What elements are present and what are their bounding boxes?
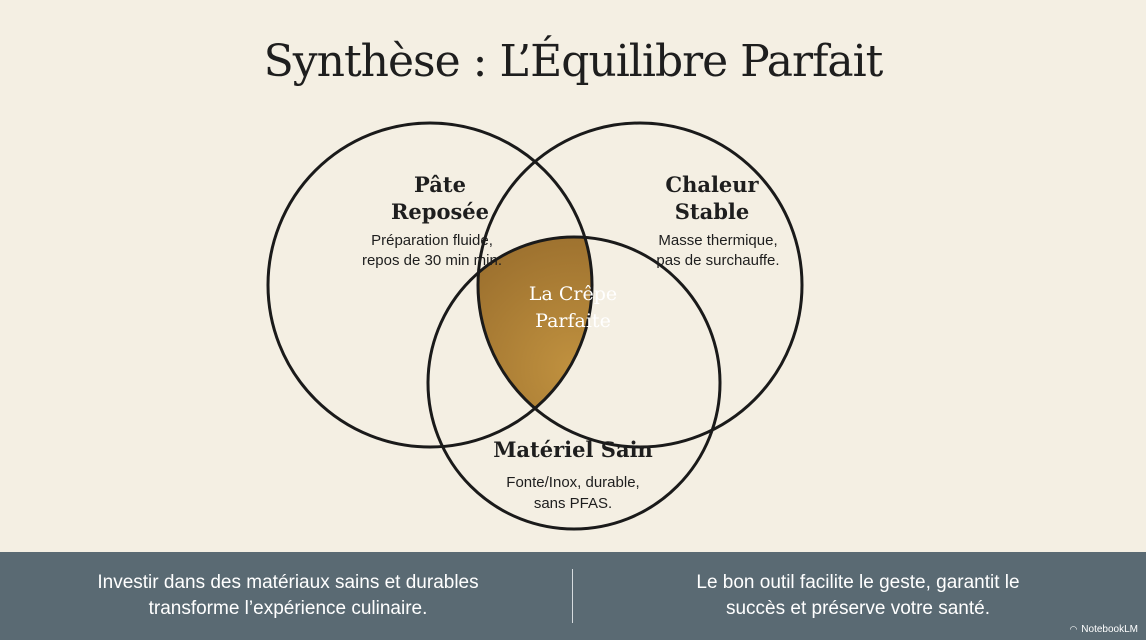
page-title: Synthèse : L’Équilibre Parfait bbox=[263, 36, 884, 87]
circle-chaleur-stable bbox=[476, 121, 804, 449]
right-desc-line1: Masse thermique, bbox=[658, 232, 777, 249]
left-desc-line1: Préparation fluide, bbox=[371, 232, 493, 249]
footer-right-line1: Le bon outil facilite le geste, garantit… bbox=[696, 572, 1020, 593]
footer-bar: Investir dans des matériaux sains et dur… bbox=[0, 552, 1146, 640]
footer-left-text: Investir dans des matériaux sains et dur… bbox=[68, 570, 508, 622]
right-heading-line1: Chaleur bbox=[665, 172, 759, 197]
brand-label: NotebookLM bbox=[1081, 624, 1138, 635]
left-desc-line2: repos de 30 min min. bbox=[362, 252, 502, 269]
right-heading-line2: Stable bbox=[675, 199, 750, 224]
footer-right-text: Le bon outil facilite le geste, garantit… bbox=[638, 570, 1078, 622]
left-heading-line2: Reposée bbox=[391, 199, 489, 224]
venn-diagram: Pâte Reposée Chaleur Stable Matériel Sai… bbox=[266, 121, 804, 531]
center-label-line1: La Crêpe bbox=[529, 283, 617, 305]
brand-logo: ◠ NotebookLM bbox=[1069, 624, 1138, 635]
circle-pate-reposee bbox=[266, 121, 594, 449]
footer-right-line2: succès et préserve votre santé. bbox=[725, 598, 990, 619]
right-desc-line2: pas de surchauffe. bbox=[656, 252, 779, 269]
bottom-heading: Matériel Sain bbox=[493, 437, 653, 462]
circle-materiel-sain bbox=[426, 235, 722, 531]
bottom-desc-line1: Fonte/Inox, durable, bbox=[506, 474, 639, 491]
footer-left-line2: transforme l’expérience culinaire. bbox=[148, 598, 428, 619]
left-heading-line1: Pâte bbox=[414, 172, 466, 197]
bottom-desc-line2: sans PFAS. bbox=[534, 495, 612, 512]
footer-left-line1: Investir dans des matériaux sains et dur… bbox=[97, 572, 479, 593]
footer-divider bbox=[572, 569, 573, 623]
notebooklm-icon: ◠ bbox=[1069, 624, 1078, 634]
center-label-line2: Parfaite bbox=[535, 310, 611, 332]
